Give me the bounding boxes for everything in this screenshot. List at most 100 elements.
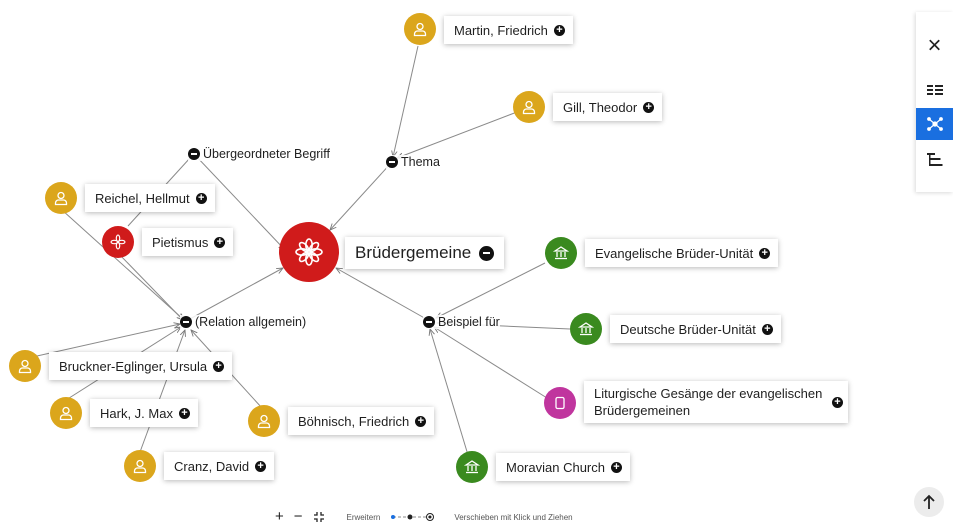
expand-icon[interactable]: + xyxy=(643,101,655,113)
collapse-icon[interactable] xyxy=(386,156,398,168)
person-name: Hark, J. Max xyxy=(100,405,173,421)
list-view-button[interactable] xyxy=(916,74,953,106)
concept-node[interactable] xyxy=(102,226,134,258)
relation-label: Thema xyxy=(401,155,440,169)
work-node[interactable] xyxy=(544,387,576,419)
fit-screen-icon[interactable] xyxy=(313,511,325,523)
expand-icon[interactable]: + xyxy=(553,24,565,36)
concept-name: Pietismus xyxy=(152,234,209,250)
expand-icon[interactable]: + xyxy=(832,397,843,408)
relation-label: Übergeordneter Begriff xyxy=(203,147,330,161)
person-card[interactable]: Gill, Theodor + xyxy=(553,93,663,121)
person-card[interactable]: Hark, J. Max + xyxy=(90,399,198,427)
work-card[interactable]: Liturgische Gesänge der evangelischen Br… xyxy=(584,381,848,423)
list-grid-icon xyxy=(926,85,943,95)
expand-icon[interactable]: + xyxy=(213,360,225,372)
expand-icon[interactable]: + xyxy=(759,247,771,259)
expand-icon[interactable]: + xyxy=(214,236,226,248)
work-name: Liturgische Gesänge der evangelischen Br… xyxy=(594,386,823,418)
zoom-in-button[interactable]: + xyxy=(275,508,284,525)
person-icon xyxy=(54,191,68,206)
graph-view-button[interactable] xyxy=(916,108,953,140)
collapse-icon[interactable] xyxy=(188,148,200,160)
person-icon xyxy=(413,22,427,37)
institution-icon xyxy=(578,322,594,336)
expand-icon[interactable]: + xyxy=(415,415,427,427)
center-node[interactable] xyxy=(279,222,339,282)
relation-beispiel[interactable]: Beispiel für xyxy=(423,315,500,329)
institution-icon xyxy=(553,246,569,260)
collapse-icon[interactable] xyxy=(479,245,495,261)
pan-hint: Verschieben mit Klick und Ziehen xyxy=(454,512,573,522)
edge xyxy=(187,268,283,321)
institution-card[interactable]: Evangelische Brüder-Unität + xyxy=(585,239,779,267)
tool-panel: × xyxy=(916,12,953,192)
expand-icon[interactable]: + xyxy=(761,323,773,335)
person-node[interactable] xyxy=(9,350,41,382)
institution-name: Evangelische Brüder-Unität xyxy=(595,245,754,261)
tree-view-button[interactable] xyxy=(916,144,953,176)
expand-icon[interactable]: + xyxy=(611,461,622,473)
institution-node[interactable] xyxy=(570,313,602,345)
institution-card[interactable]: Deutsche Brüder-Unität + xyxy=(610,315,781,343)
concept-card[interactable]: Pietismus + xyxy=(142,228,234,256)
expand-icon[interactable]: + xyxy=(255,460,267,472)
network-icon xyxy=(926,117,943,131)
institution-node[interactable] xyxy=(456,451,488,483)
collapse-icon[interactable] xyxy=(423,316,435,328)
edge xyxy=(436,262,546,318)
person-card[interactable]: Cranz, David+ xyxy=(164,452,275,480)
edge xyxy=(397,111,518,158)
zoom-out-button[interactable]: − xyxy=(293,508,303,525)
arrow-up-icon xyxy=(923,494,935,509)
close-button[interactable]: × xyxy=(916,30,953,62)
close-icon: × xyxy=(927,32,942,59)
institution-name: Deutsche Brüder-Unität xyxy=(620,321,756,337)
person-node[interactable] xyxy=(513,91,545,123)
relation-uebergeordnet[interactable]: Übergeordneter Begriff xyxy=(188,147,330,161)
collapse-icon[interactable] xyxy=(180,316,192,328)
center-label-text: Brüdergemeine xyxy=(355,243,472,262)
person-node[interactable] xyxy=(45,182,77,214)
scroll-top-button[interactable] xyxy=(914,487,944,517)
edge xyxy=(194,154,285,250)
institution-icon xyxy=(464,460,480,474)
asterisk-flower-icon xyxy=(295,238,323,266)
relation-label: (Relation allgemein) xyxy=(195,315,307,329)
relation-label: Beispiel für xyxy=(438,315,500,329)
person-node[interactable] xyxy=(124,450,156,482)
person-name: Bruckner-Eglinger, Ursula xyxy=(59,358,208,374)
center-label[interactable]: Brüdergemeine xyxy=(345,237,505,269)
document-icon xyxy=(555,396,565,410)
expand-icon[interactable]: + xyxy=(178,407,190,419)
person-node[interactable] xyxy=(248,405,280,437)
tree-icon xyxy=(926,153,942,166)
institution-node[interactable] xyxy=(545,237,577,269)
relation-allgemein[interactable]: (Relation allgemein) xyxy=(180,315,307,329)
person-name: Martin, Friedrich xyxy=(454,22,548,38)
person-card[interactable]: Martin, Friedrich + xyxy=(444,16,573,44)
person-card[interactable]: Böhnisch, Friedrich + xyxy=(288,407,435,435)
person-card[interactable]: Bruckner-Eglinger, Ursula + xyxy=(49,352,233,380)
edge xyxy=(118,253,183,320)
edge xyxy=(336,268,429,321)
expand-level-slider[interactable] xyxy=(390,512,436,522)
expand-icon[interactable]: + xyxy=(195,192,207,204)
person-node[interactable] xyxy=(50,397,82,429)
person-name: Reichel, Hellmut xyxy=(95,190,190,206)
edge xyxy=(430,329,469,456)
edge xyxy=(61,209,184,320)
erweitern-label: Erweitern xyxy=(346,512,381,522)
person-card[interactable]: Reichel, Hellmut + xyxy=(85,184,215,212)
institution-card[interactable]: Moravian Church + xyxy=(496,453,630,481)
person-icon xyxy=(18,359,32,374)
person-name: Böhnisch, Friedrich xyxy=(298,413,410,429)
edge xyxy=(393,45,419,157)
edge xyxy=(139,330,185,453)
person-node[interactable] xyxy=(404,13,436,45)
edge xyxy=(330,161,393,230)
relation-thema[interactable]: Thema xyxy=(386,155,440,169)
institution-name: Moravian Church xyxy=(506,459,605,475)
person-name: Gill, Theodor xyxy=(563,99,638,115)
